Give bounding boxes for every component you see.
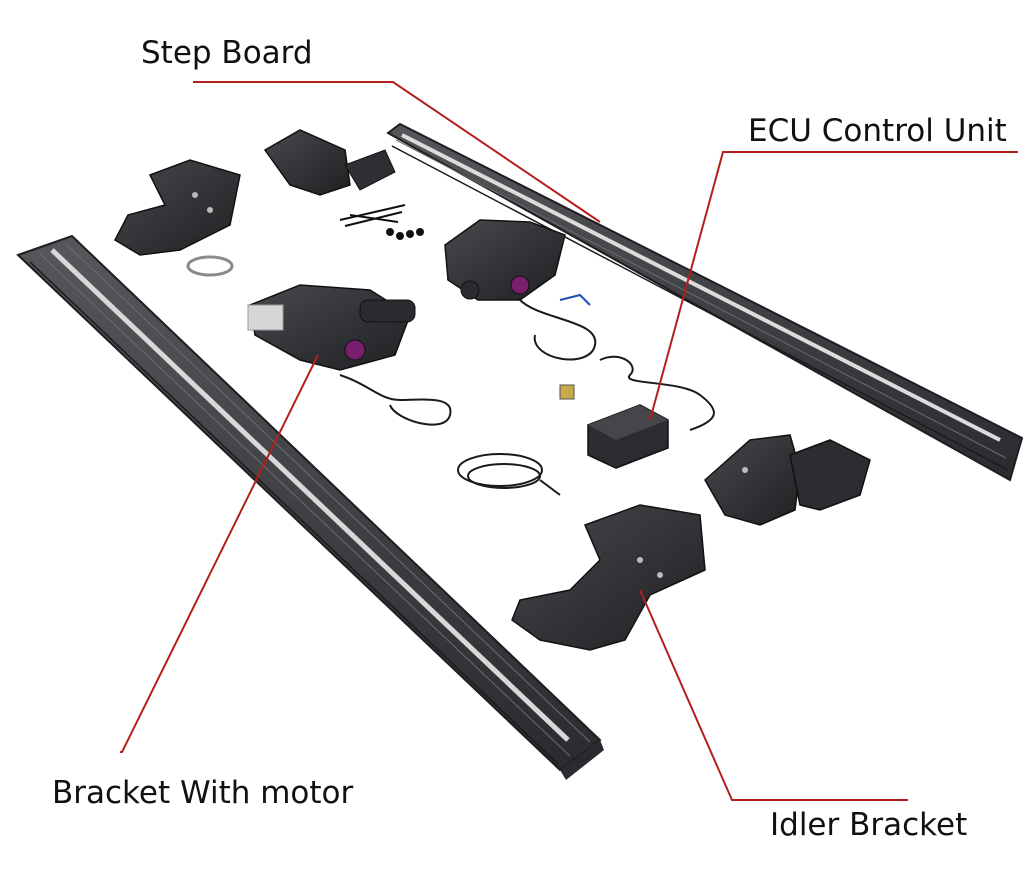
left-step-board [16, 234, 604, 780]
label-ecu-control-unit: ECU Control Unit [748, 113, 1007, 149]
leader-ecu [649, 151, 1018, 421]
top-left-bracket [114, 159, 241, 256]
leader-motor [120, 354, 319, 753]
right-step-board [386, 122, 1024, 482]
label-step-board: Step Board [141, 35, 313, 71]
label-idler-bracket: Idler Bracket [770, 807, 968, 843]
leader-lines [120, 81, 1018, 801]
motor-bracket-left [247, 284, 452, 426]
idler-bracket-bottom [511, 504, 706, 651]
label-bracket-with-motor: Bracket With motor [52, 775, 354, 811]
leader-idler [639, 589, 908, 801]
cable-ties-and-bolts [339, 204, 424, 240]
wiring-harness [457, 355, 715, 496]
ecu-box [559, 384, 669, 469]
top-middle-bracket [263, 129, 396, 196]
idler-bracket-right [704, 434, 871, 526]
leader-step-board [193, 81, 601, 223]
o-ring [186, 255, 234, 277]
motor-bracket-center [444, 219, 597, 361]
